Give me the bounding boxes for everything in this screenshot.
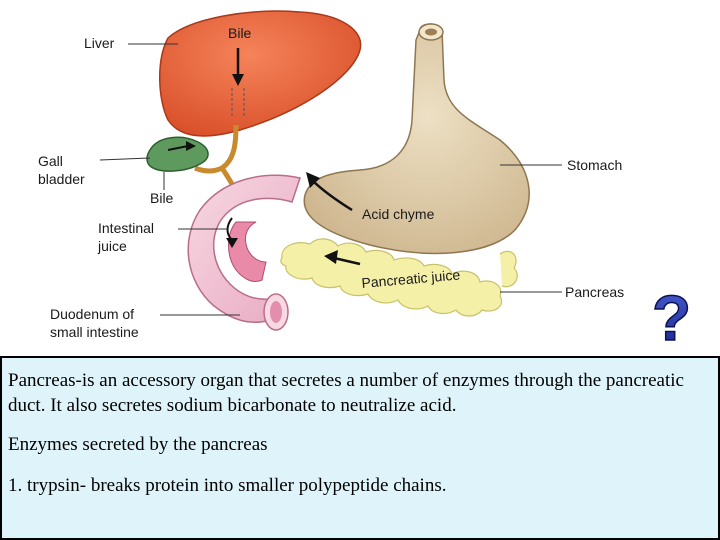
pancreas-description: Pancreas-is an accessory organ that secr… (8, 370, 684, 416)
duodenum-label-line2: small intestine (50, 324, 139, 340)
acid-chyme-label: Acid chyme (362, 206, 435, 222)
liver-label: Liver (84, 35, 115, 51)
digestive-diagram: Liver Bile Gall bladder Bile Intestinal … (38, 10, 692, 355)
intestinal-juice-arrow-icon (226, 238, 238, 248)
gall-bladder-label-line2: bladder (38, 171, 85, 187)
gall-bladder-shape (146, 136, 209, 172)
gall-bladder-label-line1: Gall (38, 153, 63, 169)
stomach-label: Stomach (567, 157, 622, 173)
intestinal-juice-label-line1: Intestinal (98, 220, 154, 236)
gall-bladder-arrow-icon (186, 141, 196, 151)
info-text-box: Pancreas-is an accessory organ that secr… (0, 356, 720, 540)
intestinal-juice-label-line2: juice (97, 238, 127, 254)
trypsin-item: 1. trypsin- breaks protein into smaller … (8, 475, 447, 496)
duodenum-label-line1: Duodenum of (50, 306, 134, 322)
enzymes-heading: Enzymes secreted by the pancreas (8, 434, 268, 455)
bile-top-label: Bile (228, 25, 252, 41)
stomach-shape (303, 23, 530, 255)
pancreas-label: Pancreas (565, 284, 624, 300)
acid-chyme-arrow-icon (306, 172, 320, 188)
pancreatic-juice-arrow-icon (324, 250, 338, 264)
liver-shape (159, 10, 362, 137)
question-mark-icon[interactable]: ? (651, 281, 692, 355)
bile-arrow-icon (232, 74, 244, 86)
bile-lower-label: Bile (150, 190, 174, 206)
